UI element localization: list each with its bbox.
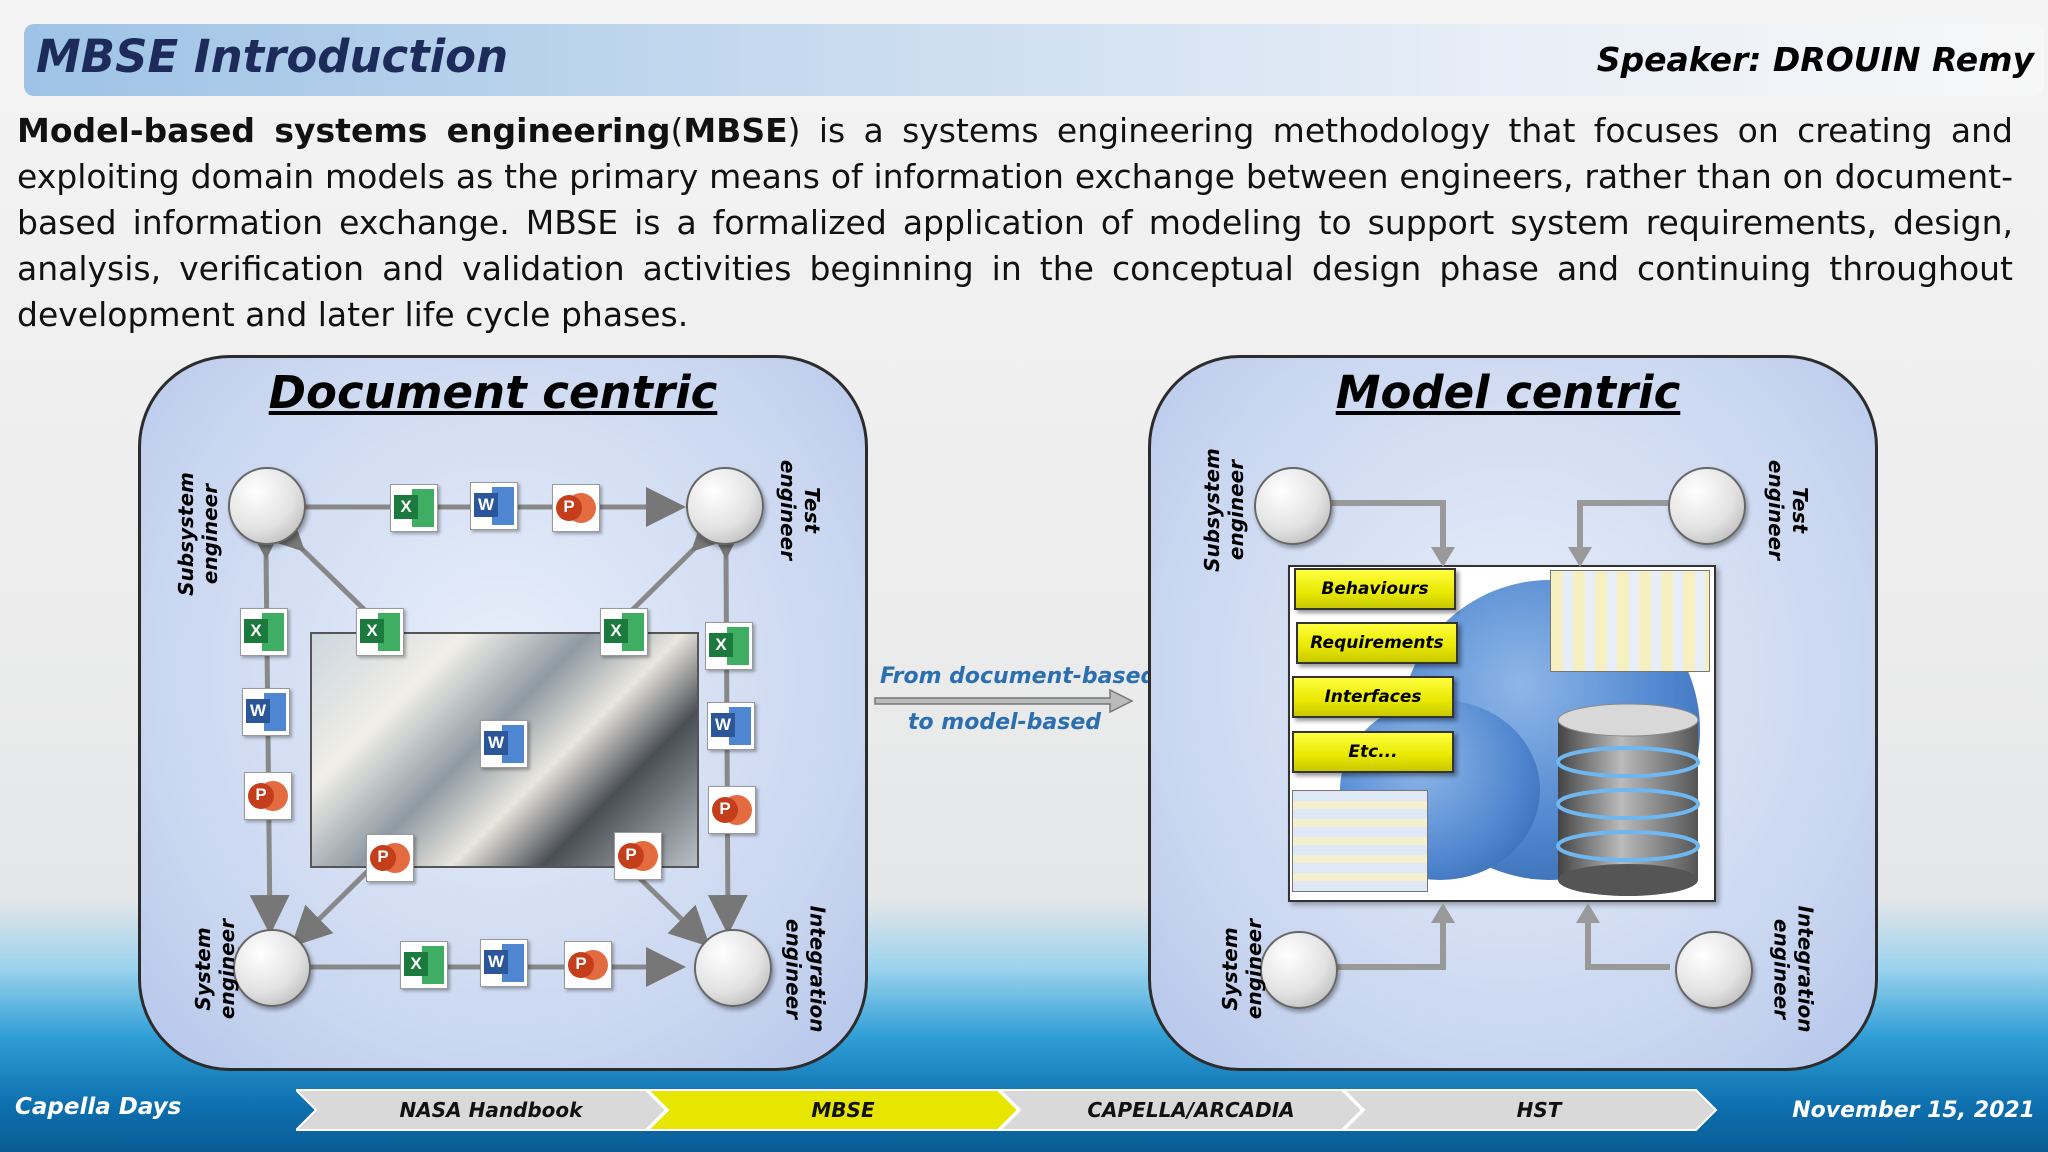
presentation-date: November 15, 2021 [1792, 1098, 2035, 1123]
model-centric-title: Model centric [1335, 366, 1681, 419]
word-icon: W [480, 720, 528, 768]
system-engineer-avatar [1260, 931, 1338, 1009]
powerpoint-icon: P [614, 832, 662, 880]
excel-icon: X [356, 608, 404, 656]
word-icon: W [242, 688, 290, 736]
step-hst[interactable]: HST [1516, 1098, 1562, 1122]
diagram-thumbnail [1292, 790, 1428, 892]
integration-engineer-avatar [1675, 931, 1753, 1009]
system-engineer-avatar [233, 929, 311, 1007]
document-centric-title: Document centric [268, 366, 718, 419]
transition-line2: to model-based [908, 710, 1102, 735]
etc-box: Etc... [1292, 731, 1454, 773]
excel-icon: X [390, 484, 438, 532]
powerpoint-icon: P [552, 484, 600, 532]
step-mbse[interactable]: MBSE [811, 1098, 875, 1122]
word-icon: W [480, 939, 528, 987]
slide-title: MBSE Introduction [36, 30, 509, 83]
transition-arrow [874, 688, 1134, 714]
word-icon: W [470, 482, 518, 530]
progress-chevrons [296, 1089, 1718, 1131]
model-centric-arrows [1328, 500, 1670, 970]
powerpoint-icon: P [366, 834, 414, 882]
intro-bold-term: Model-based systems engineering [17, 111, 671, 150]
excel-icon: X [705, 622, 753, 670]
behaviours-box: Behaviours [1294, 568, 1456, 610]
event-name: Capella Days [15, 1094, 182, 1120]
interfaces-box: Interfaces [1292, 676, 1454, 718]
step-capella-arcadia[interactable]: CAPELLA/ARCADIA [1087, 1098, 1295, 1122]
subsystem-engineer-avatar [228, 467, 306, 545]
integration-engineer-avatar [694, 929, 772, 1007]
intro-paragraph: Model-based systems engineering(MBSE) is… [17, 108, 2013, 338]
intro-body: ) is a systems engineering methodology t… [17, 111, 2013, 334]
intro-paren: ( [670, 111, 684, 150]
excel-icon: X [400, 941, 448, 989]
subsystem-engineer-avatar [1254, 467, 1332, 545]
test-engineer-avatar [1668, 467, 1746, 545]
title-bar [24, 24, 2044, 96]
transition-line1: From document-based [880, 664, 1157, 689]
requirements-box: Requirements [1296, 622, 1458, 664]
excel-icon: X [240, 608, 288, 656]
speaker-label: Speaker: DROUIN Remy [1596, 40, 2034, 79]
diagram-thumbnail [1550, 570, 1710, 672]
powerpoint-icon: P [708, 786, 756, 834]
step-nasa-handbook[interactable]: NASA Handbook [399, 1098, 583, 1122]
intro-acronym: MBSE [683, 111, 788, 150]
database-icon [1556, 703, 1700, 896]
word-icon: W [707, 702, 755, 750]
powerpoint-icon: P [244, 772, 292, 820]
excel-icon: X [600, 608, 648, 656]
powerpoint-icon: P [564, 941, 612, 989]
test-engineer-avatar [686, 467, 764, 545]
